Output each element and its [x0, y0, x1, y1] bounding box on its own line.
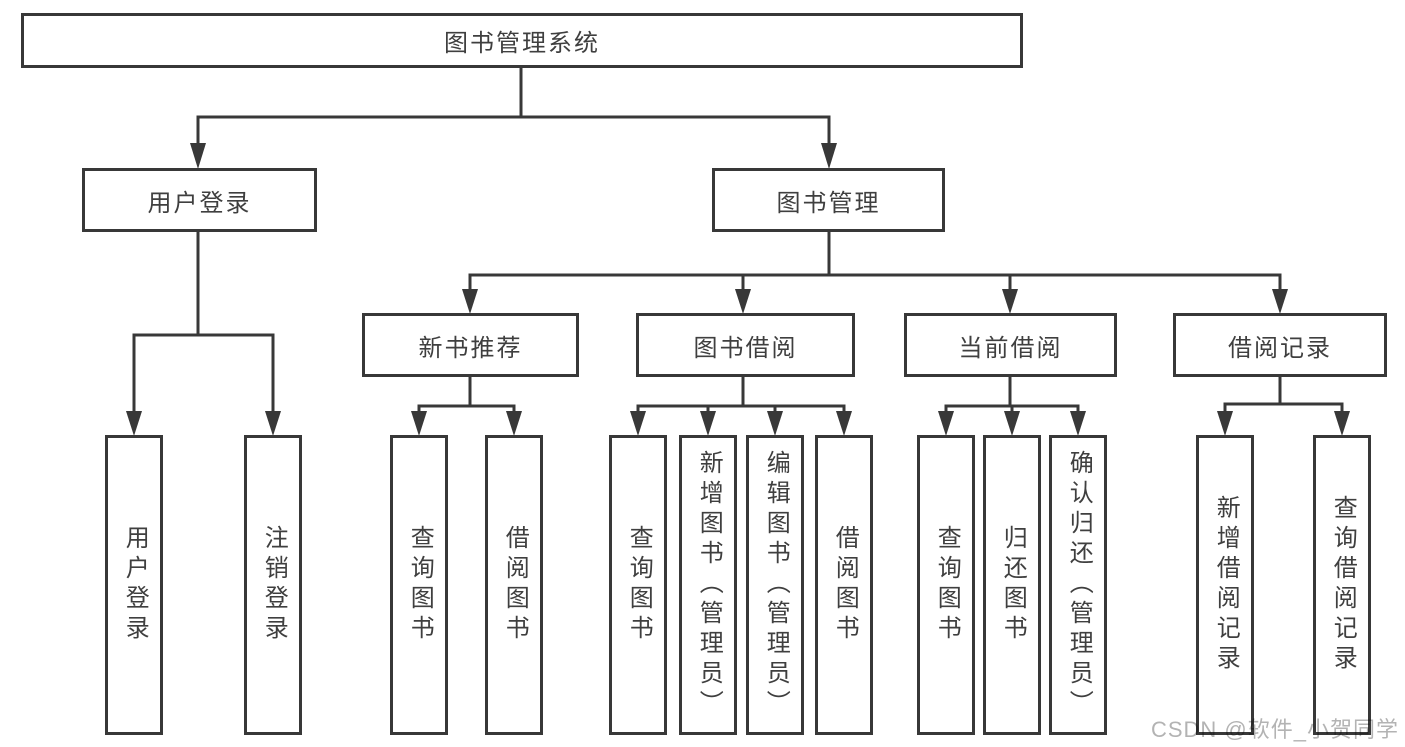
leaf-edit-books-admin-label: 编辑图书（管理员） [762, 450, 790, 720]
csdn-watermark: CSDN @软件_小贺同学 [1150, 717, 1399, 742]
leaf-query-books-recommend: 查询图书 [390, 435, 448, 735]
leaf-query-books-borrowing: 查询图书 [609, 435, 667, 735]
leaf-borrow-books-label: 借阅图书 [831, 525, 859, 645]
node-new-book-recommend: 新书推荐 [362, 313, 579, 377]
node-root: 图书管理系统 [21, 13, 1023, 68]
leaf-logout-login-label: 注销登录 [260, 525, 288, 645]
leaf-user-login: 用户登录 [105, 435, 163, 735]
node-root-label: 图书管理系统 [444, 30, 600, 57]
leaf-borrow-books-recommend: 借阅图书 [485, 435, 543, 735]
leaf-confirm-return-admin-label: 确认归还（管理员） [1065, 450, 1093, 720]
leaf-query-books-current: 查询图书 [917, 435, 975, 735]
leaf-query-borrow-record: 查询借阅记录 [1313, 435, 1371, 735]
leaf-logout-login: 注销登录 [244, 435, 302, 735]
leaf-edit-books-admin: 编辑图书（管理员） [746, 435, 804, 735]
node-borrowing-records: 借阅记录 [1173, 313, 1387, 377]
node-current-borrowing: 当前借阅 [904, 313, 1117, 377]
node-user-login-label: 用户登录 [147, 189, 252, 217]
leaf-query-books-recommend-label: 查询图书 [406, 525, 434, 645]
leaf-user-login-label: 用户登录 [121, 525, 149, 645]
leaf-add-borrow-record-label: 新增借阅记录 [1212, 495, 1240, 675]
leaf-borrow-books: 借阅图书 [815, 435, 873, 735]
node-book-management: 图书管理 [712, 168, 945, 232]
leaf-add-books-admin: 新增图书（管理员） [679, 435, 737, 735]
node-user-login: 用户登录 [82, 168, 317, 232]
node-book-borrowing: 图书借阅 [636, 313, 855, 377]
leaf-add-books-admin-label: 新增图书（管理员） [695, 450, 723, 720]
node-current-borrowing-label: 当前借阅 [958, 334, 1063, 362]
node-book-borrowing-label: 图书借阅 [693, 334, 798, 362]
leaf-confirm-return-admin: 确认归还（管理员） [1049, 435, 1107, 735]
leaf-add-borrow-record: 新增借阅记录 [1196, 435, 1254, 735]
node-new-book-recommend-label: 新书推荐 [418, 334, 523, 362]
leaf-return-books: 归还图书 [983, 435, 1041, 735]
node-book-management-label: 图书管理 [776, 189, 881, 217]
leaf-borrow-books-recommend-label: 借阅图书 [501, 525, 529, 645]
leaf-query-books-current-label: 查询图书 [933, 525, 961, 645]
leaf-query-books-borrowing-label: 查询图书 [625, 525, 653, 645]
leaf-return-books-label: 归还图书 [999, 525, 1027, 645]
node-borrowing-records-label: 借阅记录 [1228, 334, 1332, 362]
leaf-query-borrow-record-label: 查询借阅记录 [1329, 495, 1357, 675]
